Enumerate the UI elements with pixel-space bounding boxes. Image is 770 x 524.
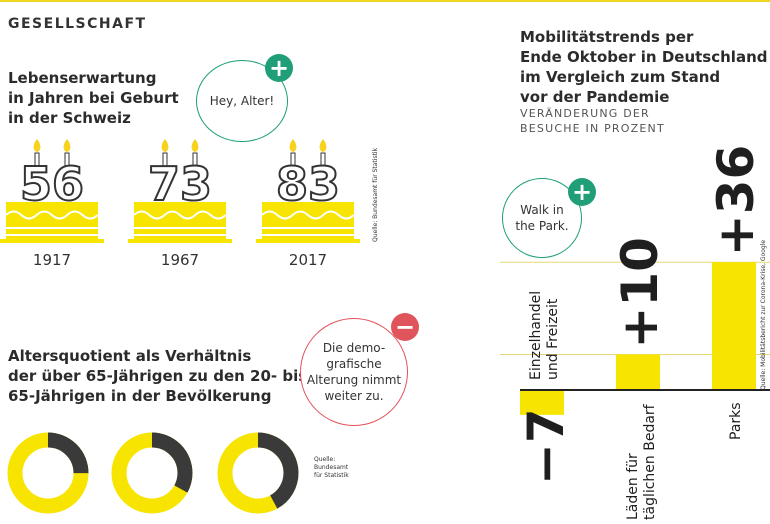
year-label: 2017 — [289, 251, 327, 269]
candle — [162, 152, 168, 170]
candle — [290, 152, 296, 170]
mobility-subtitle: VERÄNDERUNG DER BESUCHE IN PROZENT — [520, 107, 665, 135]
flame-icon — [289, 139, 297, 152]
flame-icon — [63, 139, 71, 152]
cake-plate — [128, 239, 232, 243]
value-label-3: +36 — [707, 145, 765, 256]
bar-1 — [520, 390, 564, 415]
bar-2 — [616, 354, 660, 390]
plus-icon-2: + — [568, 178, 596, 206]
value-label-2: +10 — [611, 237, 669, 348]
flame-icon — [33, 139, 41, 152]
bar-3 — [712, 262, 756, 390]
life-expectancy-title: Lebenserwartung in Jahren bei Geburt in … — [8, 69, 179, 127]
hey-alter-text: Hey, Alter! — [209, 94, 275, 108]
rings-chart — [7, 432, 299, 514]
ratio-ring-1 — [7, 432, 89, 514]
demografie-text: Die demo- grafische Alterung nimmt weite… — [306, 341, 402, 403]
plus-icon: + — [265, 54, 293, 82]
ratio-dark-segment — [111, 432, 193, 514]
minus-icon: − — [391, 313, 419, 341]
top-rule — [0, 0, 770, 2]
ratio-ring-3 — [217, 432, 299, 514]
ratio-dark-segment — [7, 432, 89, 514]
candle — [34, 152, 40, 170]
ratio-ring-2 — [111, 432, 193, 514]
dependency-ratio-source: Quelle: Bundesamt für Statistik — [314, 456, 349, 479]
candle — [64, 152, 70, 170]
flame-icon — [191, 139, 199, 152]
year-label: 1917 — [33, 251, 71, 269]
flame-icon — [161, 139, 169, 152]
section-label: GESELLSCHAFT — [8, 16, 147, 32]
category-label-3: Parks — [728, 402, 744, 440]
mobility-source: Quelle: Mobilitätsbericht zur Corona-Kri… — [760, 239, 767, 390]
category-label-1: Einzelhandelund Freizeit — [528, 291, 561, 380]
walk-park-text: Walk in the Park. — [515, 203, 569, 233]
ratio-dark-segment — [217, 432, 299, 514]
category-label-2: Läden fürtäglichen Bedarf — [625, 403, 658, 520]
flame-icon — [319, 139, 327, 152]
mobility-title: Mobilitätstrends per Ende Oktober in Deu… — [520, 28, 768, 106]
life-expectancy-source: Quelle: Bundesamt für Statistik — [372, 147, 379, 242]
value-label-1: −7 — [517, 408, 575, 485]
candle — [320, 152, 326, 170]
cake-plate — [0, 239, 104, 243]
demografie-bubble: Die demo- grafische Alterung nimmt weite… — [300, 318, 408, 426]
candle — [192, 152, 198, 170]
cake-plate — [256, 239, 360, 243]
year-label: 1967 — [161, 251, 199, 269]
dependency-ratio-title: Altersquotient als Verhältnis der über 6… — [8, 347, 308, 405]
